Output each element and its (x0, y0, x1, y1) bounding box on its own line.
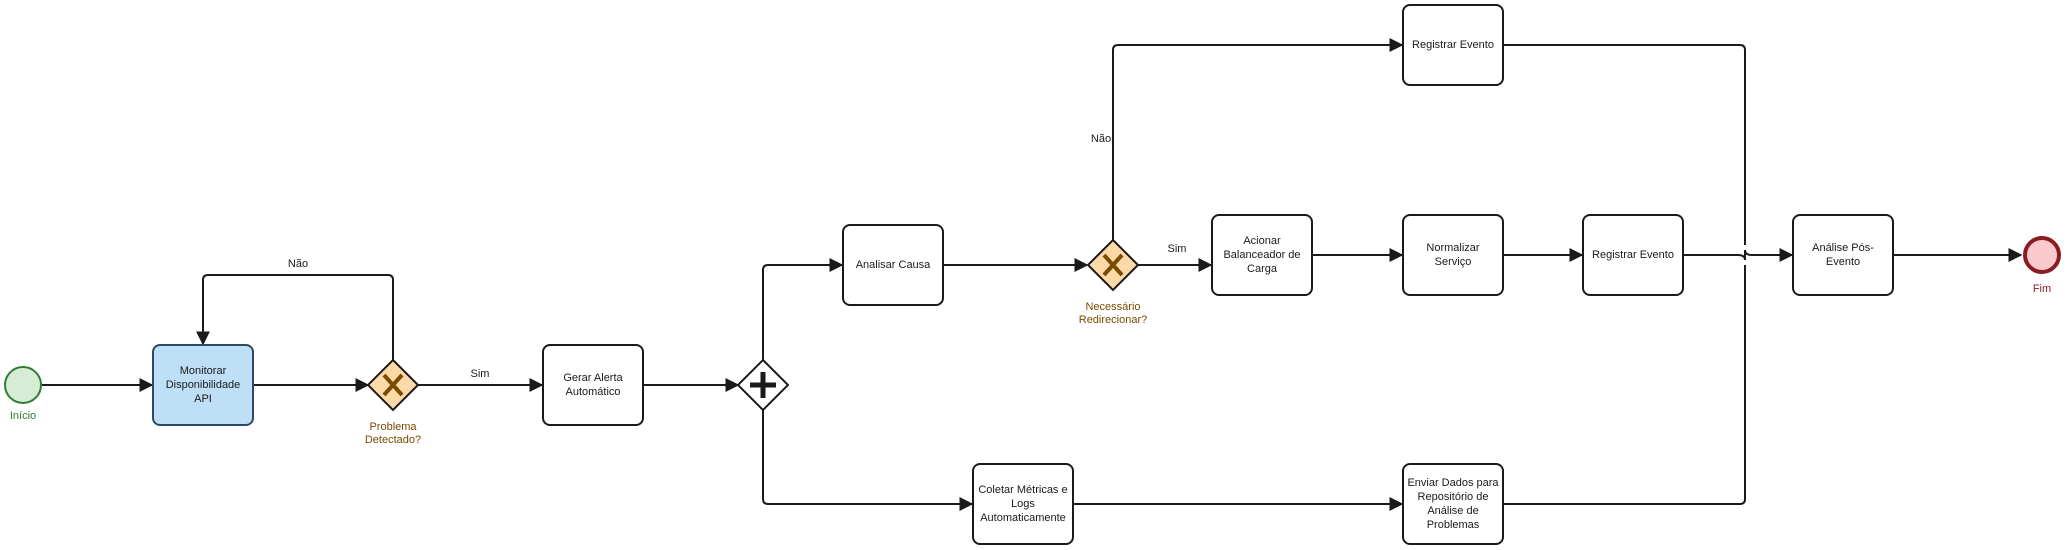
flow-registrar-mid-to-analise-pos[interactable] (1684, 248, 1794, 262)
task-normalizar-servico[interactable]: Normalizar Serviço (1402, 214, 1504, 296)
task-label: Gerar Alerta Automático (563, 372, 623, 398)
flow-label-problema-sim: Sim (471, 368, 490, 380)
gateway-necessario-redirecionar[interactable] (1086, 238, 1140, 292)
end-event-circle (2023, 236, 2061, 274)
flow-label-redirecionar-nao: Não (1091, 133, 1111, 145)
task-label: Analisar Causa (855, 259, 931, 271)
task-coletar-metricas[interactable]: Coletar Métricas e Logs Automaticamente (972, 463, 1074, 545)
start-event[interactable] (4, 366, 42, 404)
task-label: Acionar Balanceador de Carga (1223, 235, 1301, 275)
gateway-problema-label-line2: Detectado? (365, 434, 421, 446)
parallel-gateway-plus-icon (750, 372, 776, 398)
task-label: Análise Pós-Evento (1812, 242, 1874, 268)
task-label: Enviar Dados para Repositório de Análise… (1407, 477, 1499, 531)
task-registrar-evento-mid[interactable]: Registrar Evento (1582, 214, 1684, 296)
task-label: Monitorar Disponibilidade API (165, 365, 241, 405)
task-registrar-evento-top[interactable]: Registrar Evento (1402, 4, 1504, 86)
exclusive-gateway-x-icon (382, 373, 404, 397)
exclusive-gateway-x-icon (1102, 253, 1124, 277)
task-acionar-balanceador[interactable]: Acionar Balanceador de Carga (1211, 214, 1313, 296)
end-event-label: Fim (2033, 283, 2051, 295)
start-event-circle (4, 366, 42, 404)
flow-label-problema-nao: Não (288, 258, 308, 270)
flow-registrar-top-to-merge[interactable] (1504, 44, 1746, 245)
gateway-parallel[interactable] (736, 358, 790, 412)
task-enviar-dados[interactable]: Enviar Dados para Repositório de Análise… (1402, 463, 1504, 545)
gateway-redirecionar-label-line1: Necessário (1085, 301, 1140, 313)
task-label: Coletar Métricas e Logs Automaticamente (978, 484, 1068, 524)
flow-parallel-to-analisar-causa[interactable] (762, 258, 844, 360)
gateway-problema-label-line1: Problema (369, 421, 417, 433)
flow-problema-nao-loop[interactable] (196, 274, 394, 360)
flow-parallel-to-coletar-metricas[interactable] (762, 410, 974, 511)
flow-redirecionar-nao-to-registrar-evento-top[interactable] (1112, 38, 1404, 240)
task-label: Registrar Evento (1592, 249, 1674, 261)
flow-enviar-dados-to-merge[interactable] (1504, 265, 1746, 505)
start-event-label: Início (10, 410, 36, 422)
task-label: Normalizar Serviço (1426, 242, 1480, 268)
end-event[interactable] (2023, 236, 2061, 274)
task-gerar-alerta[interactable]: Gerar Alerta Automático (542, 344, 644, 426)
task-monitorar-disponibilidade[interactable]: Monitorar Disponibilidade API (152, 344, 254, 426)
gateway-redirecionar-label-line2: Redirecionar? (1079, 314, 1147, 326)
task-label: Registrar Evento (1412, 39, 1494, 51)
task-analisar-causa[interactable]: Analisar Causa (842, 224, 944, 306)
gateway-problema-detectado[interactable] (366, 358, 420, 412)
flow-label-redirecionar-sim: Sim (1168, 243, 1187, 255)
task-analise-pos-evento[interactable]: Análise Pós-Evento (1792, 214, 1894, 296)
